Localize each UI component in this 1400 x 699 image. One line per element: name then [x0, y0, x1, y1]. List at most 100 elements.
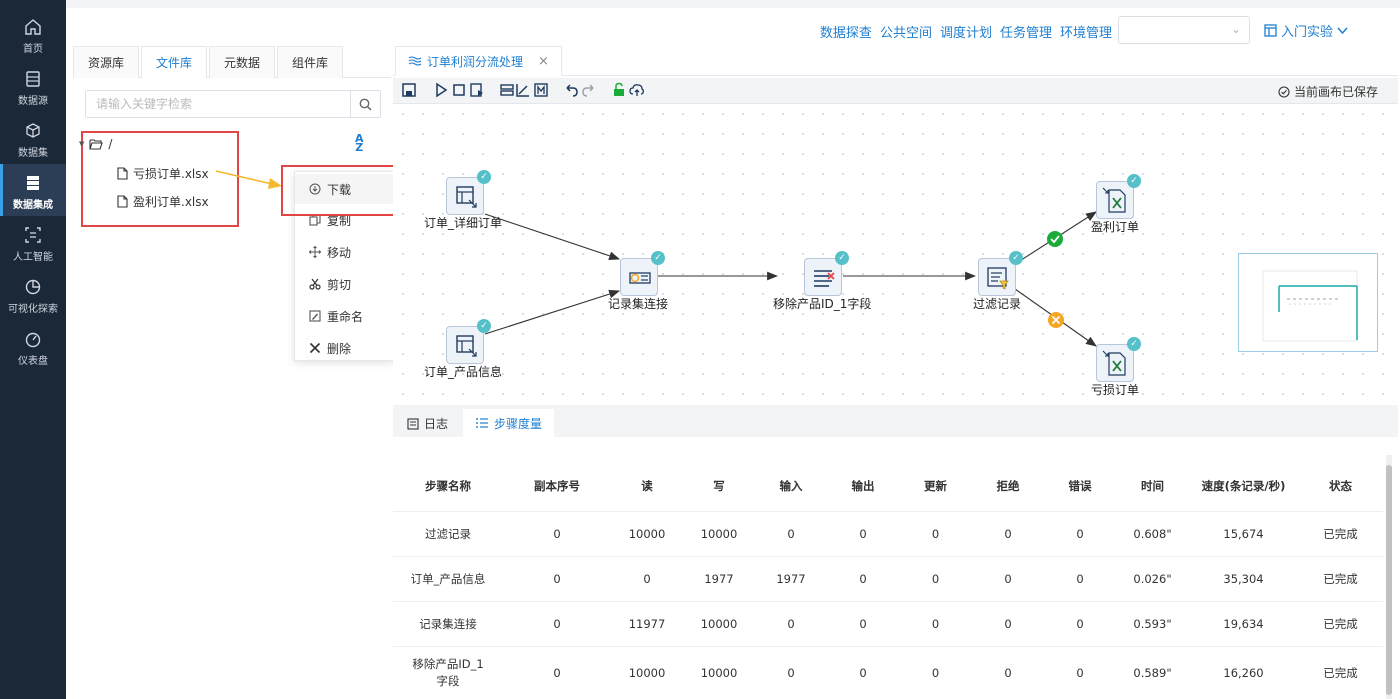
flow-node-remove-field[interactable]: ✓ [804, 251, 849, 296]
tab-repository[interactable]: 资源库 [73, 46, 140, 78]
nav-item-ai[interactable]: 人工智能 [0, 216, 66, 268]
editor-tab-title: 订单利润分流处理 [427, 54, 524, 69]
nav-item-visual-explore[interactable]: 可视化探索 [0, 268, 66, 320]
save-status-text: 当前画布已保存 [1293, 85, 1378, 99]
environment-select[interactable]: ⌄ [1118, 16, 1250, 44]
column-header[interactable]: 写 [683, 437, 755, 512]
search-button[interactable] [350, 91, 380, 117]
nav-item-data-integration[interactable]: 数据集成 [0, 164, 66, 216]
hop-line[interactable] [484, 213, 621, 261]
column-header[interactable]: 拒绝 [972, 437, 1044, 512]
close-tab-icon[interactable]: × [538, 53, 549, 69]
menu-item-label: 重命名 [327, 309, 364, 324]
tab-order-profit-split[interactable]: 订单利润分流处理 × [395, 46, 562, 76]
menu-item-download[interactable]: 下载 [295, 174, 393, 204]
tab-log[interactable]: 日志 [395, 409, 460, 437]
column-header[interactable]: 错误 [1044, 437, 1116, 512]
flow-node-label: 记录集连接 [608, 297, 669, 311]
column-header[interactable]: 副本序号 [503, 437, 611, 512]
top-link-data-probe[interactable]: 数据探查 [819, 26, 872, 41]
table-row[interactable]: 过滤记录 0 10000 10000 0 0 0 0 0 0.608" 15,6… [393, 511, 1383, 557]
table-cell: 0 [972, 511, 1044, 557]
run-icon[interactable] [433, 82, 449, 98]
folder-open-icon [89, 139, 104, 150]
intro-experiment-dropdown[interactable]: 入门实验 [1264, 21, 1348, 40]
table-cell: 0 [611, 556, 683, 602]
unlock-icon[interactable] [611, 82, 627, 98]
save-icon[interactable] [401, 82, 417, 98]
tab-metadata[interactable]: 元数据 [209, 46, 276, 78]
column-header[interactable]: 输出 [827, 437, 899, 512]
flow-node-merge-join[interactable]: ✓ [620, 251, 665, 296]
top-link-environment-management[interactable]: 环境管理 [1059, 26, 1112, 41]
column-header[interactable]: 输入 [755, 437, 827, 512]
align-icon[interactable] [515, 82, 531, 98]
grid-layout-icon[interactable] [499, 82, 515, 98]
scrollbar-thumb[interactable] [1386, 465, 1392, 695]
table-input-icon [456, 186, 477, 208]
table-cell: 记录集连接 [393, 601, 503, 647]
nav-item-dashboard[interactable]: 仪表盘 [0, 320, 66, 372]
menu-item-rename[interactable]: 重命名 [295, 301, 393, 331]
tree-file-label: 亏损订单.xlsx [133, 167, 209, 181]
bottom-tab-bar: 日志 步骤度量 [393, 405, 1398, 437]
column-header[interactable]: 步骤名称 [393, 437, 503, 512]
column-header[interactable]: 更新 [899, 437, 972, 512]
flow-node-product-info[interactable]: ✓ [446, 319, 491, 364]
top-link-schedule-plan[interactable]: 调度计划 [939, 26, 992, 41]
top-link-task-management[interactable]: 任务管理 [999, 26, 1052, 41]
menu-item-move[interactable]: 移动 [295, 237, 393, 267]
tree-file-label: 盈利订单.xlsx [133, 195, 209, 209]
nav-item-home[interactable]: 首页 [0, 8, 66, 60]
home-icon [25, 19, 41, 35]
flow-node-label: 订单_详细订单 [424, 216, 503, 230]
table-cell: 10000 [611, 646, 683, 699]
table-row[interactable]: 订单_产品信息 0 0 1977 1977 0 0 0 0 0.026" 35,… [393, 556, 1383, 602]
table-cell: 16,260 [1189, 646, 1298, 699]
table-cell: 10000 [611, 511, 683, 557]
table-cell: 0 [755, 601, 827, 647]
tree-file-loss-orders[interactable]: 亏损订单.xlsx [117, 165, 209, 182]
table-scrollbar[interactable] [1386, 455, 1392, 699]
column-header[interactable]: 读 [611, 437, 683, 512]
cloud-upload-icon[interactable] [629, 82, 645, 98]
flow-canvas[interactable]: ✓ 订单_详细订单 ✓ 订单_产品信息 ✓ 记录集连接 ✓ 移除产品ID_1字段… [393, 104, 1398, 404]
menu-item-label: 下载 [327, 182, 352, 197]
tree-file-profit-orders[interactable]: 盈利订单.xlsx [117, 193, 209, 210]
flow-node-profit-output[interactable]: ✓ [1096, 174, 1141, 219]
top-link-public-space[interactable]: 公共空间 [879, 26, 932, 41]
table-cell: 19,634 [1189, 601, 1298, 647]
column-header[interactable]: 状态 [1298, 437, 1383, 512]
menu-item-cut[interactable]: 剪切 [295, 269, 393, 299]
tab-file-library[interactable]: 文件库 [141, 46, 208, 78]
search-input[interactable] [86, 91, 346, 117]
menu-item-copy[interactable]: 复制 [295, 205, 393, 235]
column-header[interactable]: 速度(条记录/秒) [1189, 437, 1298, 512]
tab-component-library[interactable]: 组件库 [277, 46, 344, 78]
table-row[interactable]: 移除产品ID_1字段 0 10000 10000 0 0 0 0 0 0.589… [393, 646, 1383, 699]
nav-item-datasource[interactable]: 数据源 [0, 60, 66, 112]
table-cell: 0 [503, 556, 611, 602]
preview-icon[interactable] [469, 82, 485, 98]
redo-icon[interactable] [581, 82, 597, 98]
tab-step-metrics[interactable]: 步骤度量 [463, 409, 555, 437]
stop-icon[interactable] [451, 82, 467, 98]
flow-node-label: 移除产品ID_1字段 [773, 297, 872, 311]
hop-line[interactable] [484, 289, 621, 335]
nav-item-dataset[interactable]: 数据集 [0, 112, 66, 164]
canvas-minimap[interactable] [1238, 253, 1378, 352]
check-icon: ✓ [477, 170, 491, 184]
check-icon: ✓ [835, 251, 849, 265]
flow-node-loss-output[interactable]: ✓ [1096, 337, 1141, 382]
flow-node-filter[interactable]: ✓ [978, 251, 1023, 296]
metrics-icon[interactable] [533, 82, 549, 98]
undo-icon[interactable] [563, 82, 579, 98]
table-row[interactable]: 记录集连接 0 11977 10000 0 0 0 0 0 0.593" 19,… [393, 601, 1383, 647]
table-cell: 0 [1044, 556, 1116, 602]
menu-item-delete[interactable]: 删除 [295, 333, 393, 363]
tree-root[interactable]: ▼ / [79, 137, 112, 151]
window-icon [1264, 24, 1277, 37]
column-header[interactable]: 时间 [1116, 437, 1189, 512]
flow-node-order-detail[interactable]: ✓ [446, 170, 491, 215]
